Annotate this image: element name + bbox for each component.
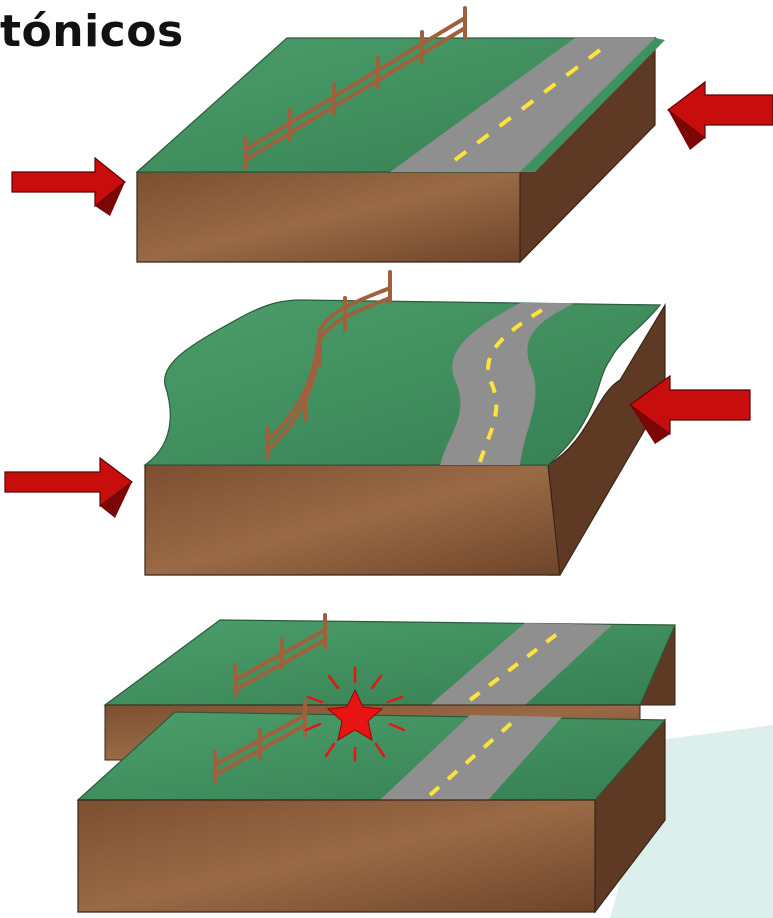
soil-front — [137, 172, 520, 262]
arrow-right-icon — [5, 458, 132, 518]
soil-front — [78, 800, 595, 912]
panel-compression-before — [12, 8, 773, 262]
arrow-left-icon — [668, 82, 773, 150]
soil-front — [145, 465, 560, 575]
arrow-right-icon — [12, 158, 125, 216]
panel-fault-offset — [78, 615, 675, 912]
panel-compression-folded — [5, 272, 750, 575]
grass-top-front — [78, 712, 665, 800]
